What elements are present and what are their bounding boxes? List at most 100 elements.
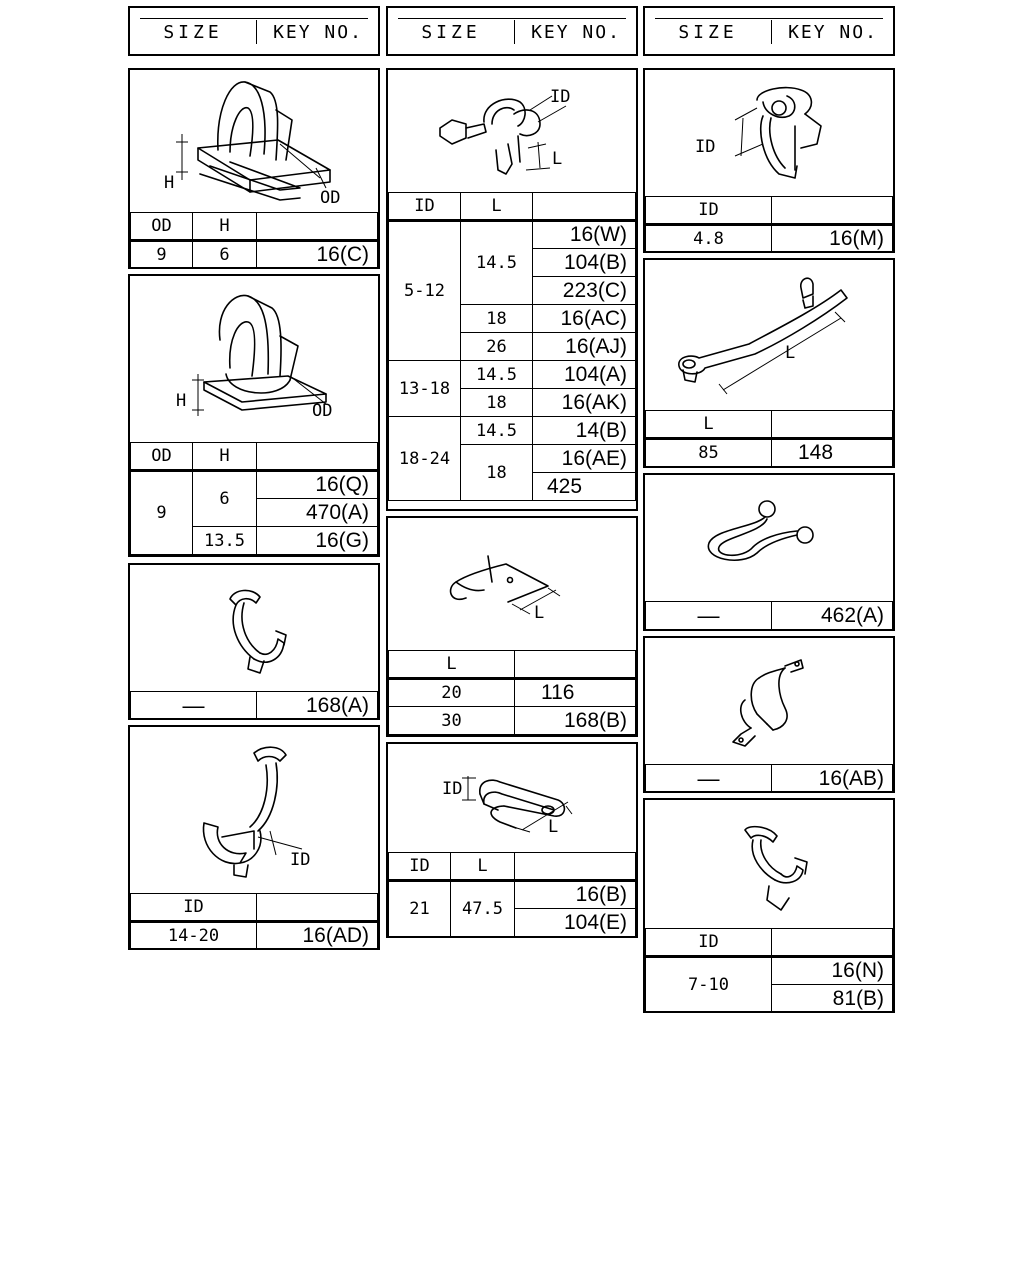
clip-od-h-variant-illustration: H OD — [176, 294, 332, 421]
dimension-id-label: ID — [442, 779, 462, 799]
cell-key-no: 223(C) — [532, 276, 636, 305]
header-key-no: KEY NO. — [788, 22, 878, 43]
table-row: 4.8 16(M) — [645, 224, 893, 253]
header-key-no: KEY NO. — [531, 22, 621, 43]
col-id: ID — [388, 852, 451, 882]
cell-id: 13-18 — [388, 360, 461, 417]
strap-table: L 85 148 — [645, 410, 893, 467]
header-divider — [514, 20, 515, 44]
col-key — [771, 196, 893, 226]
cell-key-no: 16(AD) — [256, 921, 378, 950]
cell-key-no: 16(C) — [256, 240, 378, 269]
table-row: — 16(AB) — [645, 764, 893, 793]
cell-l: 47.5 — [450, 880, 515, 937]
clip-id-7-10-illustration — [744, 825, 808, 911]
panel-clip-od-h: H OD OD H 9 6 16(C) — [128, 68, 380, 269]
bracket-clamp-table: — 16(AB) — [645, 764, 893, 793]
cell-key-no: 16(G) — [256, 526, 378, 555]
cell-key-no: 81(B) — [771, 984, 893, 1013]
cell-key-no: 16(W) — [532, 220, 636, 249]
panel-clip-od-h-variant: H OD OD H 9 6 16(Q) 470(A) 13.5 16(G) — [128, 274, 380, 557]
dimension-id-label: ID — [695, 137, 715, 157]
cell-key-no: 425 — [532, 472, 636, 501]
dimension-od-label: OD — [320, 188, 340, 208]
cell-l: 18 — [460, 388, 533, 417]
table-row: 9 6 16(C) — [130, 240, 378, 269]
cell-key-no: 16(AB) — [771, 764, 893, 793]
col-key — [532, 192, 636, 222]
cell-od: 9 — [130, 240, 193, 269]
clip-od-h-variant-table: OD H 9 6 16(Q) 470(A) 13.5 16(G) — [130, 442, 378, 555]
panel-loop-clip-id-l: ID L ID L 21 47.5 16(B) 104(E) — [386, 742, 638, 938]
clamp-id-l-table: ID L 5-12 14.5 16(W) 104(B) 223(C) 18 16… — [388, 192, 636, 501]
cell-l: 20 — [388, 678, 515, 707]
table-row: 7-10 16(N) — [645, 956, 893, 1013]
col-l: L — [645, 410, 772, 440]
cell-od: 9 — [130, 470, 193, 555]
panel-clamp-id-l: ID L ID L 5-12 14.5 16(W) 104(B) 223(C) … — [386, 68, 638, 511]
cell-key-no: 116 — [514, 678, 636, 707]
cell-key-no: 16(M) — [771, 224, 893, 253]
table-header-row: L — [388, 650, 636, 680]
table-row: 21 47.5 16(B) — [388, 880, 636, 937]
cell-h: 6 — [192, 470, 257, 527]
header-rule — [140, 18, 368, 19]
table-header-row: L — [645, 410, 893, 440]
clip-168a-illustration — [229, 589, 287, 674]
dimension-l-label: L — [548, 817, 558, 837]
cell-l: 14.5 — [460, 416, 533, 445]
table-row: 5-12 14.5 16(W) — [388, 220, 636, 361]
cell-key-no: 104(B) — [532, 248, 636, 277]
clip-od-h-table: OD H 9 6 16(C) — [130, 212, 378, 269]
table-row: 18-24 14.5 14(B) — [388, 416, 636, 501]
dimension-l-label: L — [534, 603, 544, 623]
header-size: SIZE — [163, 22, 223, 43]
col-key — [256, 442, 378, 472]
header-rule — [655, 18, 883, 19]
table-row: 14-20 16(AD) — [130, 921, 378, 950]
col-id: ID — [130, 893, 257, 923]
cell-key-no: 168(B) — [514, 706, 636, 735]
table-row: — 168(A) — [130, 691, 378, 720]
panel-clip-id-4-8: ID ID 4.8 16(M) — [643, 68, 895, 253]
table-row: 81(B) — [646, 984, 893, 1013]
cell-l: 14.5 — [460, 220, 533, 305]
col-key — [256, 893, 378, 923]
table-row: 13.5 16(G) — [131, 526, 378, 555]
col-key — [256, 212, 378, 242]
table-header-row: ID L — [388, 852, 636, 882]
table-row: 20 116 — [388, 678, 636, 707]
cell-key-no: 16(Q) — [256, 470, 378, 499]
cell-key-no: 462(A) — [771, 601, 893, 630]
dimension-h-label: H — [176, 391, 186, 411]
tab-clip-l-table: L 20 116 30 168(B) — [388, 650, 636, 735]
col-l: L — [450, 852, 515, 882]
col-id: ID — [645, 928, 772, 958]
cell-size: — — [130, 691, 257, 720]
header-divider — [256, 20, 257, 44]
col-h: H — [192, 442, 257, 472]
table-header-row: ID — [645, 196, 893, 226]
panel-strap-l: L L 85 148 — [643, 258, 895, 468]
col-id: ID — [388, 192, 461, 222]
dimension-od-label: OD — [312, 401, 332, 421]
clip-od-h-illustration: H OD — [164, 81, 340, 208]
cell-key-no: 104(A) — [532, 360, 636, 389]
header-col2: SIZE KEY NO. — [386, 6, 638, 56]
tab-clip-l-illustration: L — [449, 555, 561, 623]
clip-id-illustration: ID — [202, 746, 310, 878]
panel-loop-tie-462a: — 462(A) — [643, 473, 895, 631]
dimension-id-label: ID — [550, 87, 570, 107]
clip-id-4-8-illustration: ID — [695, 86, 822, 179]
panel-bracket-16ab: — 16(AB) — [643, 636, 895, 793]
table-row: 30 168(B) — [388, 706, 636, 735]
panel-clip-168a: — 168(A) — [128, 563, 380, 720]
loop-tie-illustration — [707, 500, 814, 561]
bracket-clamp-illustration — [732, 659, 804, 747]
cell-id: 21 — [388, 880, 451, 937]
cell-l: 18 — [460, 304, 533, 333]
cell-id: 5-12 — [388, 220, 461, 361]
cell-key-no: 16(AC) — [532, 304, 636, 333]
clip-id-table: ID 14-20 16(AD) — [130, 893, 378, 950]
clip-id-4-8-table: ID 4.8 16(M) — [645, 196, 893, 253]
